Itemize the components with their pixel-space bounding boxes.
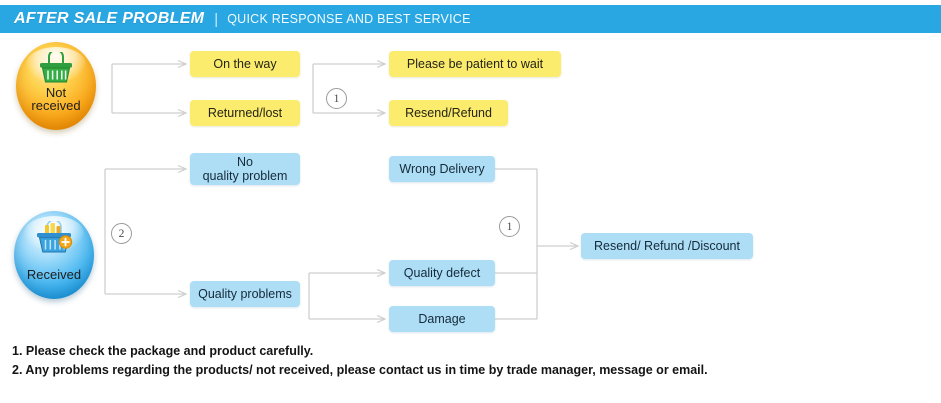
- shopping-basket-empty-icon: [37, 49, 75, 91]
- header-separator: |: [214, 10, 219, 28]
- stage-not-received-label-line1: Not: [45, 84, 67, 100]
- node-please-be-patient-to-wait[interactable]: Please be patient to wait: [389, 51, 561, 77]
- footer-note-2: 2. Any problems regarding the products/ …: [12, 363, 708, 377]
- stage-not-received-label-line2: received: [31, 97, 81, 113]
- node-no-quality-problem[interactable]: No quality problem: [190, 153, 300, 185]
- node-resend-refund-discount[interactable]: Resend/ Refund /Discount: [581, 233, 753, 259]
- shopping-basket-filled-icon: [32, 219, 76, 262]
- marker-two-left: 2: [111, 223, 132, 244]
- stage-not-received-label: Not received: [31, 84, 81, 131]
- page-title: AFTER SALE PROBLEM: [14, 10, 205, 27]
- marker-one-bottom: 1: [499, 216, 520, 237]
- marker-one-top: 1: [326, 88, 347, 109]
- footer-notes: 1. Please check the package and product …: [12, 342, 922, 380]
- header-subtitle: QUICK RESPONSE AND BEST SERVICE: [227, 12, 471, 26]
- node-wrong-delivery[interactable]: Wrong Delivery: [389, 156, 495, 182]
- stage-received: Received: [14, 211, 94, 299]
- node-damage[interactable]: Damage: [389, 306, 495, 332]
- node-no-quality-problem-line2: quality problem: [202, 169, 288, 183]
- node-resend-refund[interactable]: Resend/Refund: [389, 100, 508, 126]
- flow-diagram: Not received: [0, 33, 941, 338]
- node-on-the-way[interactable]: On the way: [190, 51, 300, 77]
- node-quality-defect[interactable]: Quality defect: [389, 260, 495, 286]
- footer-note-1: 1. Please check the package and product …: [12, 344, 314, 358]
- connector-lines: [104, 33, 941, 338]
- header-bar: AFTER SALE PROBLEM | QUICK RESPONSE AND …: [0, 5, 941, 33]
- stage-not-received: Not received: [16, 42, 96, 130]
- node-no-quality-problem-line1: No: [237, 155, 253, 169]
- stage-received-label: Received: [26, 266, 82, 282]
- node-quality-problems[interactable]: Quality problems: [190, 281, 300, 307]
- node-returned-lost[interactable]: Returned/lost: [190, 100, 300, 126]
